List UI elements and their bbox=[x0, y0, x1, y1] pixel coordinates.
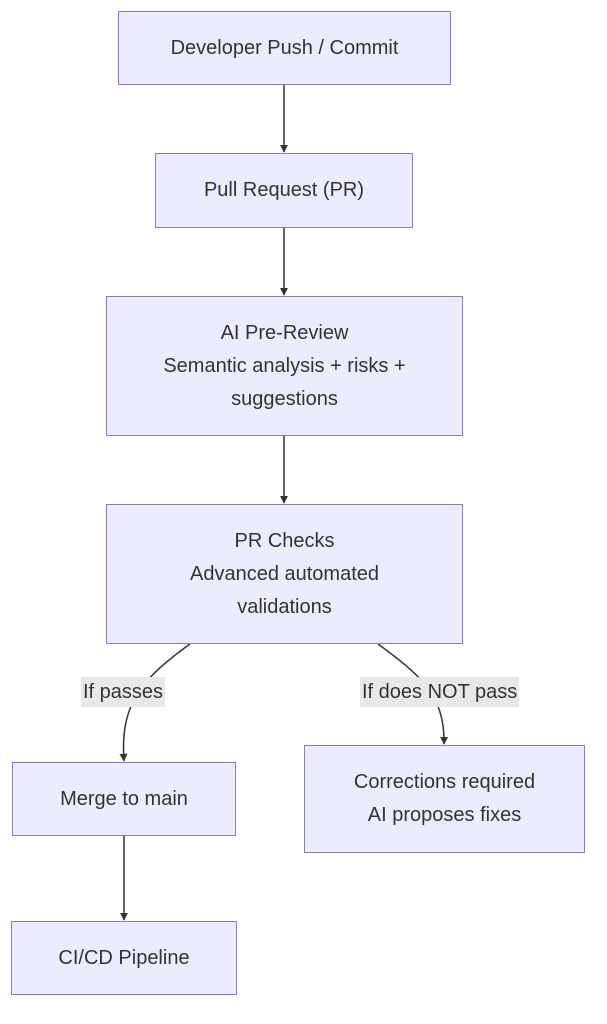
node-ai-pre-review: AI Pre-Review Semantic analysis + risks … bbox=[106, 296, 463, 436]
node-corrections-required: Corrections required AI proposes fixes bbox=[304, 745, 585, 853]
node-developer-push-text: Developer Push / Commit bbox=[170, 36, 399, 59]
node-ai-pre-review-line-2: Semantic analysis + risks + bbox=[163, 354, 406, 377]
node-corrections-line-1: Corrections required bbox=[353, 771, 536, 793]
node-ai-pre-review-line-1: AI Pre-Review bbox=[220, 321, 349, 344]
node-pull-request-text: Pull Request (PR) bbox=[203, 179, 365, 201]
node-merge-to-main: Merge to main bbox=[12, 762, 236, 836]
node-merge-to-main-text: Merge to main bbox=[60, 787, 188, 810]
node-ci-cd-pipeline-text: CI/CD Pipeline bbox=[58, 946, 190, 969]
node-pr-checks: PR Checks Advanced automated validations bbox=[106, 504, 463, 644]
node-ci-cd-pipeline: CI/CD Pipeline bbox=[11, 921, 237, 995]
node-developer-push: Developer Push / Commit bbox=[118, 11, 451, 85]
node-pr-checks-line-2: Advanced automated bbox=[189, 562, 380, 585]
node-pr-checks-line-3: validations bbox=[237, 595, 332, 618]
node-pull-request: Pull Request (PR) bbox=[155, 153, 413, 228]
node-ai-pre-review-line-3: suggestions bbox=[231, 387, 338, 410]
edge-label-does-not-pass: If does NOT pass bbox=[360, 677, 520, 707]
edge-label-passes: If passes bbox=[81, 677, 166, 707]
node-corrections-line-2: AI proposes fixes bbox=[367, 804, 522, 826]
node-pr-checks-line-1: PR Checks bbox=[234, 529, 335, 552]
